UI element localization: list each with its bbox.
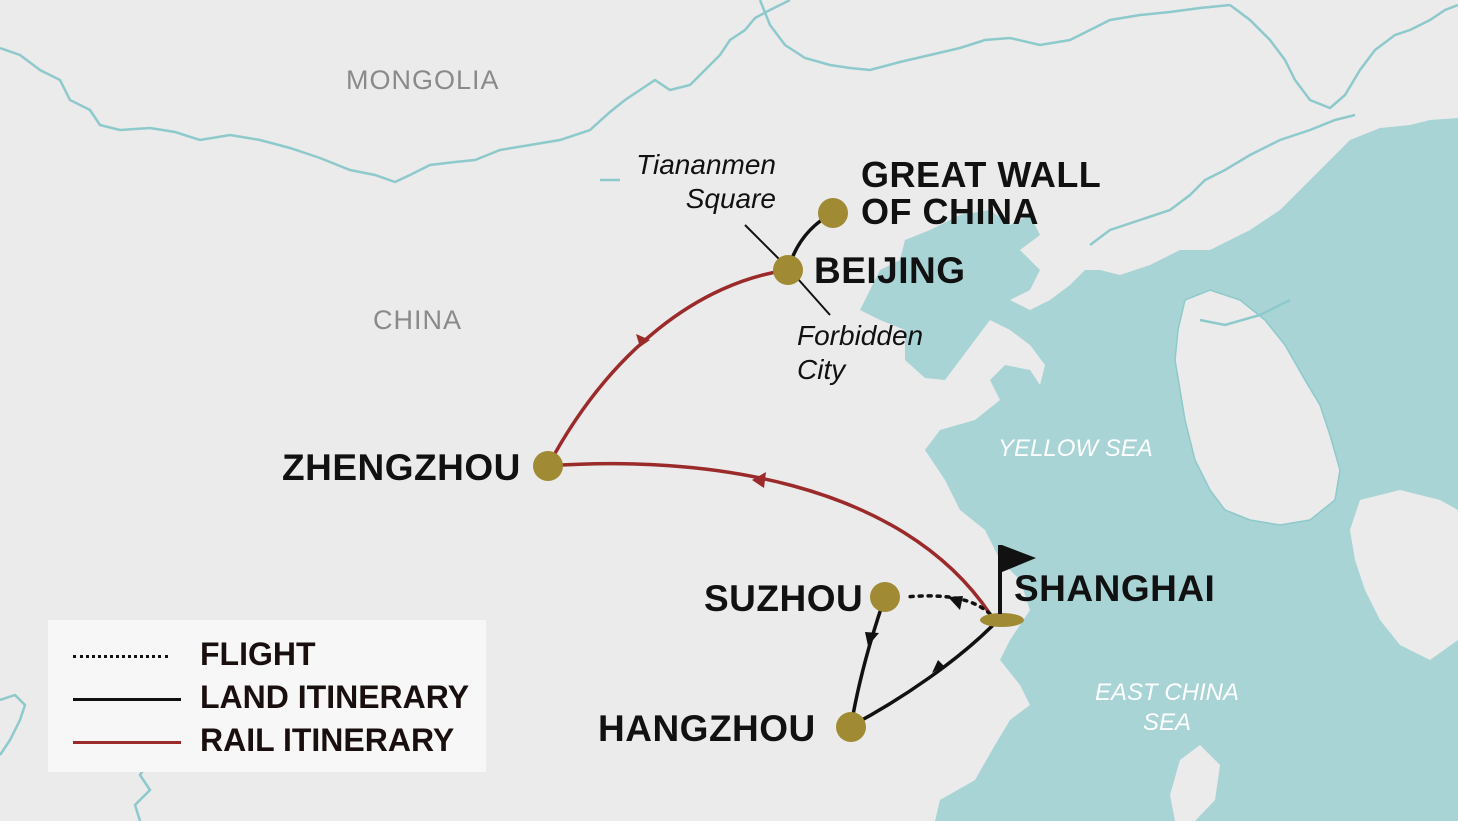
japan-kyushu bbox=[1350, 490, 1458, 660]
legend-row-rail: RAIL ITINERARY bbox=[48, 722, 486, 762]
tiananmen-line2: Square bbox=[685, 183, 776, 214]
city-label-beijing[interactable]: BEIJING bbox=[814, 250, 966, 291]
city-label-zhengzhou[interactable]: ZHENGZHOU bbox=[282, 447, 521, 488]
beijing-dot[interactable] bbox=[773, 255, 803, 285]
city-label-hangzhou[interactable]: HANGZHOU bbox=[598, 708, 816, 749]
forbidden-line2: City bbox=[797, 354, 846, 385]
legend-label-land: LAND ITINERARY bbox=[200, 679, 470, 715]
sea-label-yellow-sea: YELLOW SEA bbox=[998, 435, 1153, 462]
flight-arrow bbox=[948, 596, 963, 610]
land-suzhou-hangzhou bbox=[849, 596, 887, 727]
sight-label-tiananmen: Tiananmen Square bbox=[612, 148, 776, 216]
rail-arrow-1 bbox=[752, 472, 766, 488]
great-wall-dot[interactable] bbox=[818, 198, 848, 228]
korea-peninsula bbox=[1174, 289, 1341, 526]
suzhou-dot[interactable] bbox=[870, 582, 900, 612]
city-label-shanghai[interactable]: SHANGHAI bbox=[1014, 568, 1216, 609]
sea-label-east-china-sea: EAST CHINA SEA bbox=[1092, 678, 1242, 738]
region-label-china: CHINA bbox=[373, 305, 463, 335]
sea-area bbox=[860, 0, 1458, 821]
sea-label-east-china-line1: EAST CHINA bbox=[1094, 679, 1240, 706]
land-arrow-1 bbox=[865, 632, 879, 646]
region-label-mongolia: MONGOLIA bbox=[346, 65, 500, 95]
flight-line-icon bbox=[73, 655, 168, 658]
great-wall-line1: GREAT WALL bbox=[861, 154, 1102, 195]
land-line-icon bbox=[73, 698, 181, 701]
sight-label-forbidden-city: Forbidden City bbox=[797, 319, 923, 387]
rail-zhengzhou-beijing bbox=[546, 268, 789, 467]
city-label-great-wall[interactable]: GREAT WALL OF CHINA bbox=[861, 156, 1101, 230]
hangzhou-dot[interactable] bbox=[836, 712, 866, 742]
rail-shanghai-zhengzhou bbox=[547, 461, 992, 615]
land-hangzhou-shanghai bbox=[850, 616, 1002, 728]
flag-icon bbox=[998, 545, 1036, 614]
zhengzhou-dot[interactable] bbox=[533, 451, 563, 481]
great-wall-line2: OF CHINA bbox=[861, 191, 1039, 232]
city-label-suzhou[interactable]: SUZHOU bbox=[704, 578, 864, 619]
legend-row-flight: FLIGHT bbox=[48, 636, 486, 676]
legend-label-flight: FLIGHT bbox=[200, 636, 316, 672]
legend-row-land: LAND ITINERARY bbox=[48, 679, 486, 719]
taiwan-island bbox=[1170, 745, 1220, 821]
tiananmen-line1: Tiananmen bbox=[636, 149, 776, 180]
shanghai-marker[interactable] bbox=[980, 613, 1024, 627]
rail-routes bbox=[546, 268, 992, 615]
forbidden-line1: Forbidden bbox=[797, 320, 924, 351]
rail-arrow-2 bbox=[636, 334, 650, 347]
land-arrow-2 bbox=[932, 660, 944, 673]
map-legend: FLIGHT LAND ITINERARY RAIL ITINERARY bbox=[48, 620, 486, 772]
legend-label-rail: RAIL ITINERARY bbox=[200, 722, 455, 758]
rail-line-icon bbox=[73, 741, 181, 744]
sea-label-east-china-line2: SEA bbox=[1142, 709, 1192, 736]
